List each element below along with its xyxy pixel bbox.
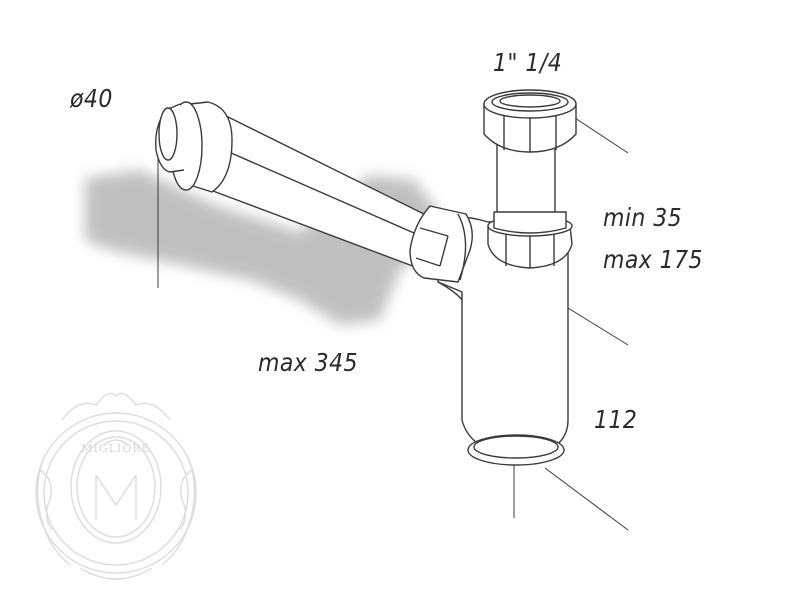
watermark-brand: MIGLIORE [81, 442, 150, 455]
thread-size-label: 1" 1/4 [493, 48, 563, 77]
bottle-curve [437, 281, 463, 301]
length-max-label: max 345 [258, 348, 359, 377]
outlet-nut-facets [415, 227, 449, 267]
trap-drawing [155, 89, 577, 466]
body-height-label: 112 [594, 405, 638, 434]
outlet-pipe-highlight [205, 141, 431, 241]
diameter-label: ø40 [70, 84, 113, 113]
thread-extension-line [574, 117, 629, 154]
outlet-nut [409, 205, 473, 283]
height-max-label: max 175 [603, 245, 704, 274]
watermark-seal [35, 392, 197, 580]
outlet-nut-ring [457, 213, 467, 281]
bottle-cap-inner [473, 435, 559, 459]
top-nut-bore [499, 94, 561, 108]
bottom-extension-line [544, 467, 629, 531]
inlet-stub-end [158, 107, 178, 161]
height-min-label: min 35 [603, 203, 683, 232]
height-extension-line [567, 307, 629, 346]
lower-nut-collar [493, 211, 567, 234]
